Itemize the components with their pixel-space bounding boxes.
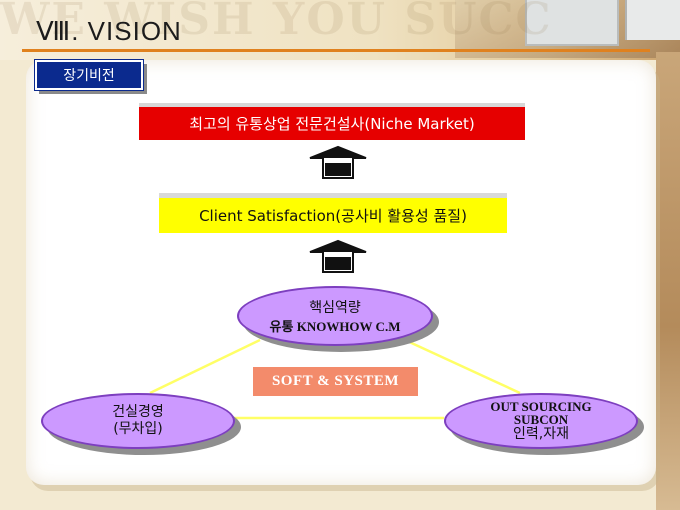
page-title: Ⅷ. VISION: [36, 16, 182, 46]
up-arrow-icon: [309, 145, 367, 179]
header-watermark: WE WISH YOU SUCC: [0, 0, 553, 45]
right-node-line3: 인력,자재: [513, 425, 569, 442]
core-title: 핵심역량: [309, 299, 361, 316]
client-satisfaction-box: Client Satisfaction(공사비 활용성 품질): [159, 198, 507, 233]
sound-management-node: 건실경영 (무차입): [41, 393, 235, 449]
core-subtitle: 유통 KNOWHOW C.M: [269, 318, 401, 334]
header-monitor-image: [525, 0, 619, 46]
right-node-line1: OUT SOURCING: [490, 398, 592, 414]
triangle-lines: [149, 338, 521, 420]
line-core-right: [404, 338, 521, 395]
header-divider: [22, 49, 650, 52]
left-node-title: 건실경영: [112, 404, 164, 420]
vision-goal-box: 최고의 유통상업 전문건설사(Niche Market): [139, 107, 525, 140]
up-arrow-icon: [309, 239, 367, 273]
soft-system-label: SOFT & SYSTEM: [253, 367, 418, 396]
header-monitor-image-2: [625, 0, 680, 40]
side-photo-strip: [656, 52, 680, 510]
section-label: 장기비전: [34, 59, 144, 91]
core-competency-node: 핵심역량 유통 KNOWHOW C.M: [237, 286, 433, 346]
left-node-subtitle: (무차입): [113, 421, 163, 437]
outsourcing-node: OUT SOURCING SUBCON 인력,자재: [444, 393, 638, 449]
line-core-left: [149, 338, 261, 395]
right-node-line2: SUBCON: [513, 411, 569, 427]
